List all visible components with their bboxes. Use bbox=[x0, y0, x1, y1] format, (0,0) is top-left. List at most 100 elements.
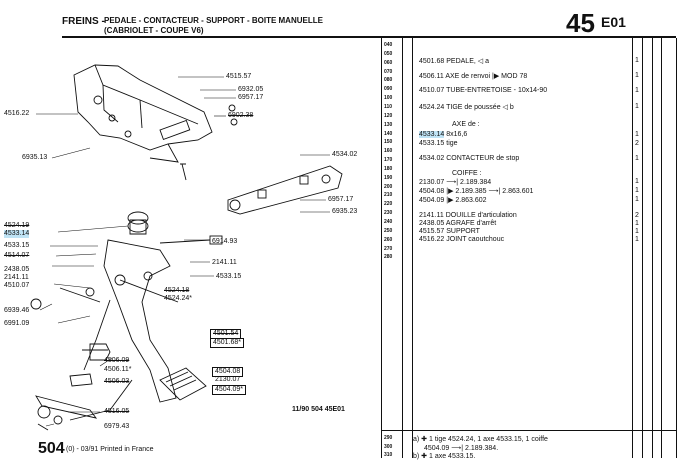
line-number: 260 bbox=[384, 236, 393, 243]
label-6979-43: 6979.43 bbox=[104, 423, 130, 430]
parts-qty: 1 bbox=[635, 196, 639, 203]
footnote-text: b) ✚ 1 axe 4533.15. bbox=[413, 453, 476, 460]
table-border-5 bbox=[652, 38, 653, 458]
line-number: 080 bbox=[384, 77, 393, 84]
parts-row: COIFFE : bbox=[452, 170, 482, 177]
footer-print-info: (0) - 03/91 Printed in France bbox=[66, 446, 154, 453]
line-number: 060 bbox=[384, 59, 393, 66]
label-4510-07: 4510.07 bbox=[4, 282, 30, 289]
parts-qty: 1 bbox=[635, 131, 639, 138]
line-number: 190 bbox=[384, 174, 393, 181]
label-4524-18: 4524.18 bbox=[164, 287, 190, 294]
switch-rail bbox=[227, 165, 343, 215]
label-4516-05: 4516.05 bbox=[104, 408, 130, 415]
section-title: FREINS - bbox=[62, 16, 105, 27]
line-number: 040 bbox=[384, 42, 393, 48]
line-number: 150 bbox=[384, 139, 393, 146]
label-6914-93: 6914.93 bbox=[212, 238, 238, 245]
line-number: 280 bbox=[384, 254, 393, 261]
parts-qty: 1 bbox=[635, 57, 639, 64]
label-2141-11-b: 2141.11 bbox=[212, 259, 237, 266]
table-border-6 bbox=[661, 38, 662, 458]
label-4504-09: 4504.09* bbox=[212, 385, 247, 395]
label-4501-68: 4501.68* bbox=[210, 338, 245, 348]
footer-page-number: 504 bbox=[38, 440, 65, 457]
parts-qty: 1 bbox=[635, 87, 639, 94]
label-4533-14: 4533.14 bbox=[4, 230, 30, 238]
parts-qty: 2 bbox=[635, 212, 639, 219]
line-number: 180 bbox=[384, 165, 393, 172]
footnote-line-number: 290 bbox=[384, 435, 393, 441]
line-number: 240 bbox=[384, 219, 393, 225]
parts-row: 4504.09 |▶ 2.863.602 bbox=[419, 197, 487, 204]
parts-row: 4506.11 AXE de renvoi |▶ MOD 78 bbox=[419, 73, 528, 80]
parts-qty: 1 bbox=[635, 72, 639, 79]
catalog-reference: 11/90 504 45E01 bbox=[292, 406, 345, 413]
line-number: 200 bbox=[384, 183, 393, 190]
label-2130-07: 2130.07 bbox=[215, 376, 241, 383]
parts-row: 2438.05 AGRAFE d'arrêt bbox=[419, 220, 497, 227]
label-6957-17-a: 6957.17 bbox=[238, 94, 264, 101]
label-6939-46: 6939.46 bbox=[4, 307, 30, 314]
parts-row: 4515.57 SUPPORT bbox=[419, 228, 480, 235]
label-2141-11-a: 2141.11 bbox=[4, 274, 29, 281]
table-border-left bbox=[381, 38, 382, 458]
label-6935-13: 6935.13 bbox=[22, 154, 48, 161]
footnote-rule bbox=[381, 430, 677, 431]
parts-qty: 1 bbox=[635, 103, 639, 110]
footnote-text: a) ✚ 1 tige 4524.24, 1 axe 4533.15, 1 co… bbox=[413, 436, 548, 443]
page-number: 45 bbox=[566, 8, 595, 38]
line-number: 130 bbox=[384, 121, 393, 128]
table-border-qty-left bbox=[632, 38, 633, 458]
label-4515-57: 4515.57 bbox=[226, 73, 252, 80]
line-number: 100 bbox=[384, 95, 393, 102]
line-number: 070 bbox=[384, 68, 393, 75]
table-border-3 bbox=[412, 38, 413, 458]
line-number: 090 bbox=[384, 86, 393, 93]
exploded-parts-diagram bbox=[30, 64, 343, 431]
footnote-line-number: 300 bbox=[384, 444, 393, 450]
label-2438-05: 2438.05 bbox=[4, 266, 30, 273]
highlighted-part-code: 4533.14 bbox=[419, 131, 445, 138]
table-border-qty-right bbox=[642, 38, 643, 458]
title-line-2: (CABRIOLET - COUPE V6) bbox=[104, 26, 204, 35]
line-number: 120 bbox=[384, 112, 393, 119]
parts-qty: 1 bbox=[635, 178, 639, 185]
parts-row: 4510.07 TUBE-ENTRETOISE - 10x14-90 bbox=[419, 87, 548, 94]
line-number: 170 bbox=[384, 157, 393, 164]
line-number: 140 bbox=[384, 130, 393, 137]
label-6991-09: 6991.09 bbox=[4, 320, 30, 327]
label-4516-22: 4516.22 bbox=[4, 110, 30, 117]
line-number: 230 bbox=[384, 210, 393, 217]
label-4514-07: 4514.07 bbox=[4, 252, 30, 259]
title-line-1: PEDALE - CONTACTEUR - SUPPORT - BOITE MA… bbox=[104, 16, 323, 25]
label-4506-09: 4506.09 bbox=[104, 357, 130, 364]
parts-row: 4501.68 PEDALE, ◁ a bbox=[419, 58, 489, 65]
parts-qty: 1 bbox=[635, 236, 639, 243]
parts-row: AXE de : bbox=[452, 121, 480, 128]
header-rule bbox=[62, 36, 676, 38]
label-4533-15-b: 4533.15 bbox=[216, 273, 242, 280]
table-border-2 bbox=[402, 38, 403, 458]
parts-qty: 1 bbox=[635, 228, 639, 235]
bolt-icon bbox=[93, 95, 103, 105]
pedal-arm bbox=[103, 239, 177, 403]
label-6957-17-b: 6957.17 bbox=[328, 196, 354, 203]
footnote-text: 4504.09 ⟶| 2.189.384. bbox=[424, 445, 499, 452]
parts-row: 2141.11 DOUILLE d'articulation bbox=[419, 212, 517, 219]
parts-qty: 1 bbox=[635, 187, 639, 194]
parts-row: 4504.08 |▶ 2.189.385 ⟶| 2.863.601 bbox=[419, 188, 534, 195]
line-number: 110 bbox=[384, 103, 393, 110]
line-number: 160 bbox=[384, 148, 393, 155]
parts-row: 4533.15 tige bbox=[419, 140, 458, 147]
line-number: 220 bbox=[384, 201, 393, 208]
label-4524-24: 4524.24* bbox=[164, 295, 193, 302]
label-4524-19: 4524.19 bbox=[4, 222, 30, 229]
parts-qty: 2 bbox=[635, 140, 639, 147]
label-6902-38: 6902.38 bbox=[228, 112, 254, 119]
label-4533-15-a: 4533.15 bbox=[4, 242, 30, 249]
page-code: E01 bbox=[601, 14, 626, 30]
label-4534-02: 4534.02 bbox=[332, 151, 358, 158]
parts-row: 2130.07 ⟶| 2.189.384 bbox=[419, 179, 492, 186]
label-4506-03: 4506.03 bbox=[104, 378, 130, 385]
